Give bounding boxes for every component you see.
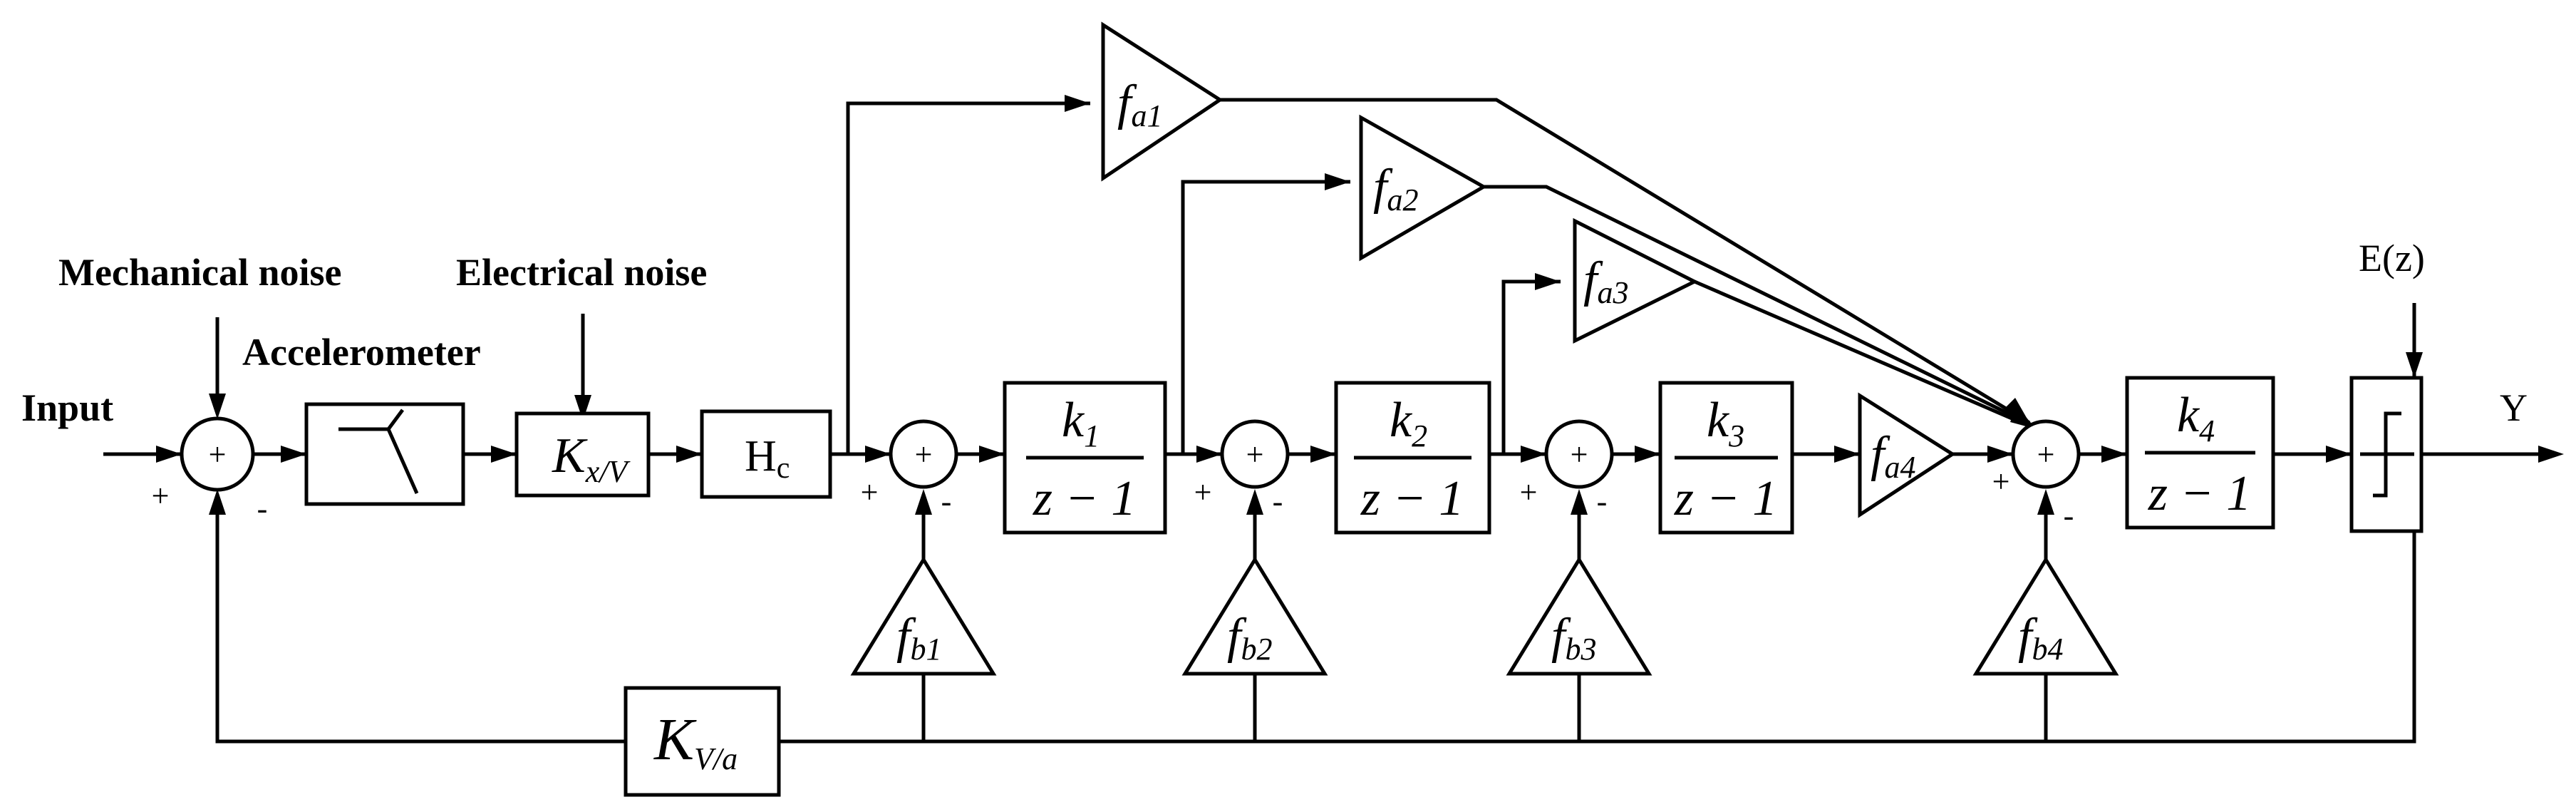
accelerometer-block <box>304 402 465 506</box>
integrator-denominator: z − 1 <box>1033 471 1136 526</box>
svg-text:fb2: fb2 <box>1227 609 1272 667</box>
kva-gain-label: KV/a <box>653 706 738 776</box>
feedforward-gain-fa2: fa2 <box>1359 114 1488 262</box>
summing-junction-2: + + - <box>1194 419 1290 519</box>
minus-sign: - <box>2064 498 2074 533</box>
input-label: Input <box>21 386 113 429</box>
mechanical-noise-label: Mechanical noise <box>58 251 341 294</box>
feedback-gain-fb1: fb1 <box>850 556 997 676</box>
integrator-denominator: z − 1 <box>1674 471 1777 526</box>
minus-sign: - <box>1597 484 1608 519</box>
svg-text:fb3: fb3 <box>1551 609 1596 667</box>
output-label: Y <box>2500 386 2528 429</box>
minus-sign: - <box>941 484 952 519</box>
plus-sign: + <box>1520 475 1538 510</box>
svg-text:fa4: fa4 <box>1871 427 1915 485</box>
feedback-gain-fb4: fb4 <box>1972 556 2119 676</box>
quantizer-error-label: E(z) <box>2359 237 2425 279</box>
hc-label: Hc <box>745 432 790 485</box>
plus-sign: + <box>1194 475 1212 510</box>
plus-sign: + <box>861 475 879 510</box>
feedforward-gain-fa3: fa3 <box>1573 217 1699 344</box>
integrator-1: k1 z − 1 <box>1003 381 1167 535</box>
integrator-denominator: z − 1 <box>1360 471 1464 526</box>
integrator-numerator: k1 <box>1062 393 1100 453</box>
summing-junction-input: + + - <box>152 416 268 526</box>
minus-sign: - <box>257 491 268 526</box>
hc-block: Hc <box>700 409 832 499</box>
svg-text:fa2: fa2 <box>1373 160 1418 217</box>
accelerometer-label: Accelerometer <box>242 331 481 374</box>
integrator-denominator: z − 1 <box>2148 466 2251 521</box>
integrator-numerator: k2 <box>1390 393 1427 453</box>
arrowheads <box>156 95 2564 515</box>
integrator-4: k4 z − 1 <box>2125 376 2275 530</box>
integrator-3: k3 z − 1 <box>1658 381 1794 535</box>
kxv-gain-block: Kx/V <box>514 411 651 498</box>
minus-sign: - <box>1273 484 1283 519</box>
svg-text:fb1: fb1 <box>896 609 941 667</box>
feedback-gain-fb3: fb3 <box>1506 556 1652 676</box>
plus-sign: + <box>152 478 170 513</box>
summing-junction-1: + + - <box>861 419 958 519</box>
integrator-2: k2 z − 1 <box>1334 381 1491 535</box>
feedback-gain-fb2: fb2 <box>1181 556 1328 676</box>
plus-sign: + <box>1571 437 1588 472</box>
plus-sign: + <box>1992 464 2010 499</box>
plus-sign: + <box>1246 437 1264 472</box>
summing-junction-3: + + - <box>1520 419 1614 519</box>
plus-sign: + <box>209 437 227 472</box>
integrator-numerator: k3 <box>1707 393 1744 453</box>
feedforward-gain-fa4: fa4 <box>1858 392 1956 518</box>
summing-junction-4: + + - <box>1992 419 2081 533</box>
integrator-numerator: k4 <box>2177 388 2215 448</box>
electrical-noise-label: Electrical noise <box>456 251 707 294</box>
feedforward-gain-fa1: fa1 <box>1101 21 1224 182</box>
quantizer-block <box>2349 376 2424 533</box>
kxv-gain-label: Kx/V <box>552 428 631 489</box>
kva-gain-block: KV/a <box>624 686 781 797</box>
plus-sign: + <box>915 437 933 472</box>
plus-sign: + <box>2037 437 2055 472</box>
